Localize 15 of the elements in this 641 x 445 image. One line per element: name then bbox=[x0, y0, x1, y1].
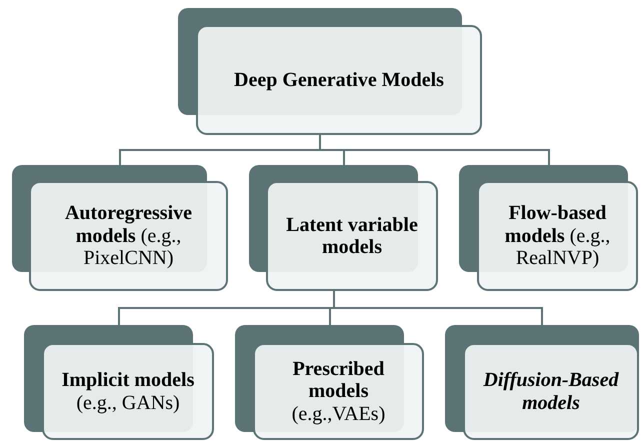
node-label: Latent variable models bbox=[285, 212, 419, 260]
node-label: Implicit models (e.g., GANs) bbox=[60, 368, 196, 416]
process-box bbox=[235, 325, 424, 440]
process-box bbox=[178, 8, 482, 135]
connector-line bbox=[319, 135, 550, 165]
process-box bbox=[445, 325, 639, 440]
process-box bbox=[24, 325, 214, 440]
process-box bbox=[249, 165, 438, 291]
process-box bbox=[459, 165, 638, 291]
process-box bbox=[12, 165, 228, 291]
node-label: Deep Generative Models bbox=[233, 68, 445, 93]
node-label: Prescribed models (e.g.,VAEs) bbox=[290, 356, 386, 427]
node-label: Flow-based models (e.g., RealNVP) bbox=[504, 201, 612, 272]
node-label: Diffusion-Based models bbox=[482, 368, 620, 416]
node-label: Autoregressive models (e.g., PixelCNN) bbox=[64, 201, 193, 272]
